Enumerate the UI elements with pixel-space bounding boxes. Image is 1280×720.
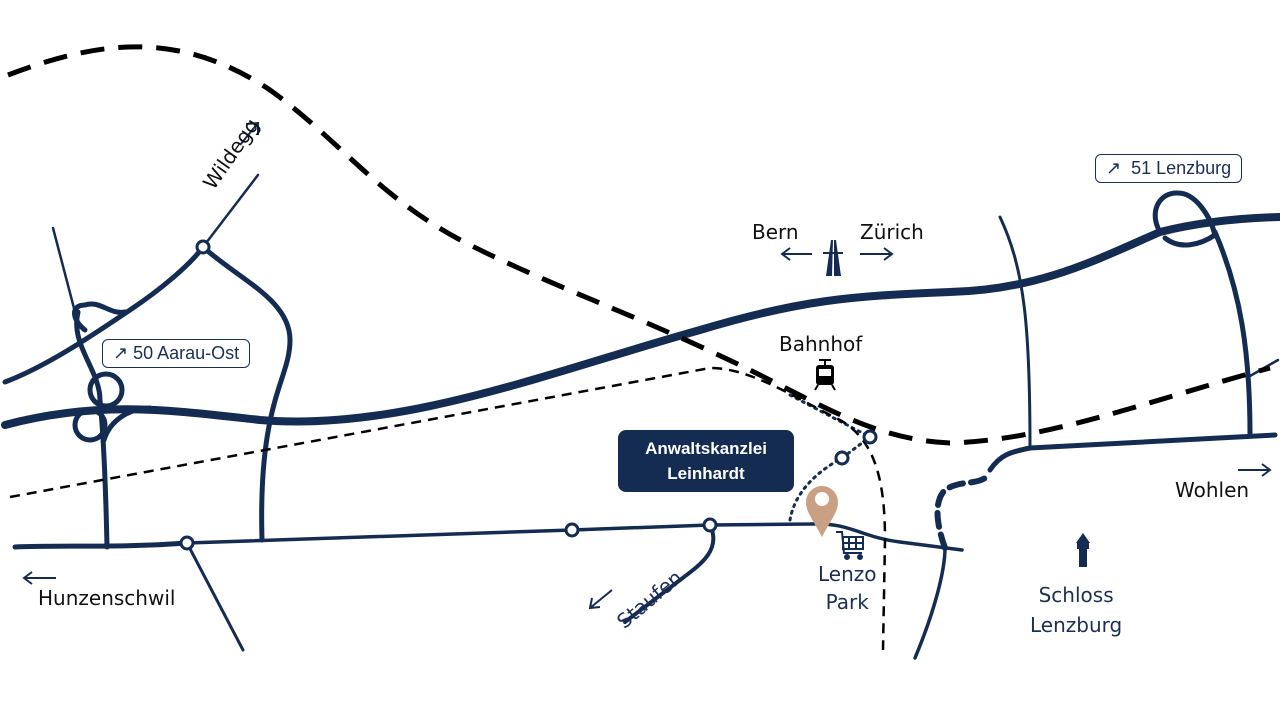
junction: [564, 522, 580, 538]
road-right-vertical: [998, 215, 1032, 450]
arrow-up-right-icon: ↗: [1106, 158, 1122, 178]
road-loop: [200, 244, 293, 543]
lenzo-line2: Park: [825, 590, 869, 614]
exit-50-label: 50 Aarau-Ost: [133, 343, 240, 363]
place-lenzo-park: Lenzo Park: [818, 560, 877, 616]
interchange-ramp: [72, 301, 128, 333]
arrow-bern-icon: [780, 247, 812, 261]
highway-icon: [823, 240, 843, 276]
road-staufen: [623, 523, 716, 624]
arrow-up-right-icon: ↗: [113, 343, 129, 363]
place-bahnhof: Bahnhof: [779, 332, 863, 356]
junction: [195, 239, 211, 255]
railway-main: [7, 44, 1271, 446]
location-pin-icon: [806, 486, 838, 537]
direction-bern: Bern: [752, 220, 799, 244]
direction-wohlen: Wohlen: [1175, 478, 1250, 502]
junction: [702, 517, 718, 533]
shopping-cart-icon: [836, 531, 864, 560]
exit-51-label: 51 Lenzburg: [1131, 158, 1232, 178]
lenzo-line1: Lenzo: [818, 562, 877, 586]
highway-a1: [1, 213, 1280, 429]
office-name-line2: Leinhardt: [667, 464, 745, 483]
junction: [862, 429, 878, 445]
interchange-lenzburg: [1152, 190, 1218, 248]
road-right-dashed: [934, 475, 988, 551]
footpath: [788, 435, 872, 522]
interchange-ramp: [101, 405, 153, 443]
road-bottom: [12, 540, 190, 550]
schloss-line1: Schloss: [1038, 583, 1114, 607]
road-wildegg-spur: [201, 173, 260, 249]
junction: [834, 450, 850, 466]
arrow-wohlen-icon: [1238, 463, 1272, 477]
schloss-line2: Lenzburg: [1030, 613, 1123, 637]
railway-secondary: [9, 366, 887, 651]
train-icon: [814, 359, 836, 391]
direction-hunzenschwil: Hunzenschwil: [38, 586, 176, 610]
office-label: Anwaltskanzlei Leinhardt: [618, 430, 794, 492]
place-schloss-lenzburg: Schloss Lenzburg: [1030, 580, 1122, 640]
junction: [179, 535, 195, 551]
arrow-zuerich-icon: [860, 247, 894, 261]
road-bottom-east: [185, 522, 964, 552]
castle-icon: [1076, 533, 1090, 567]
road-lenzburg-vertical: [1212, 229, 1253, 438]
arrow-staufen-icon: [588, 589, 613, 610]
exit-51-sign: ↗ 51 Lenzburg: [1095, 154, 1243, 183]
road-south: [185, 541, 245, 652]
direction-zuerich: Zürich: [860, 220, 924, 244]
road-right-south: [913, 546, 947, 660]
arrow-wildegg-icon: [239, 121, 259, 146]
office-name-line1: Anwaltskanzlei: [645, 439, 767, 458]
interchange-loop: [87, 371, 125, 409]
road-wohlen: [987, 432, 1278, 473]
road-left-vertical: [74, 309, 110, 550]
road-left-thin: [51, 226, 77, 314]
interchange-loop: [72, 407, 108, 443]
arrow-hunzenschwil-icon: [22, 571, 56, 585]
exit-50-sign: ↗ 50 Aarau-Ost: [102, 339, 251, 368]
